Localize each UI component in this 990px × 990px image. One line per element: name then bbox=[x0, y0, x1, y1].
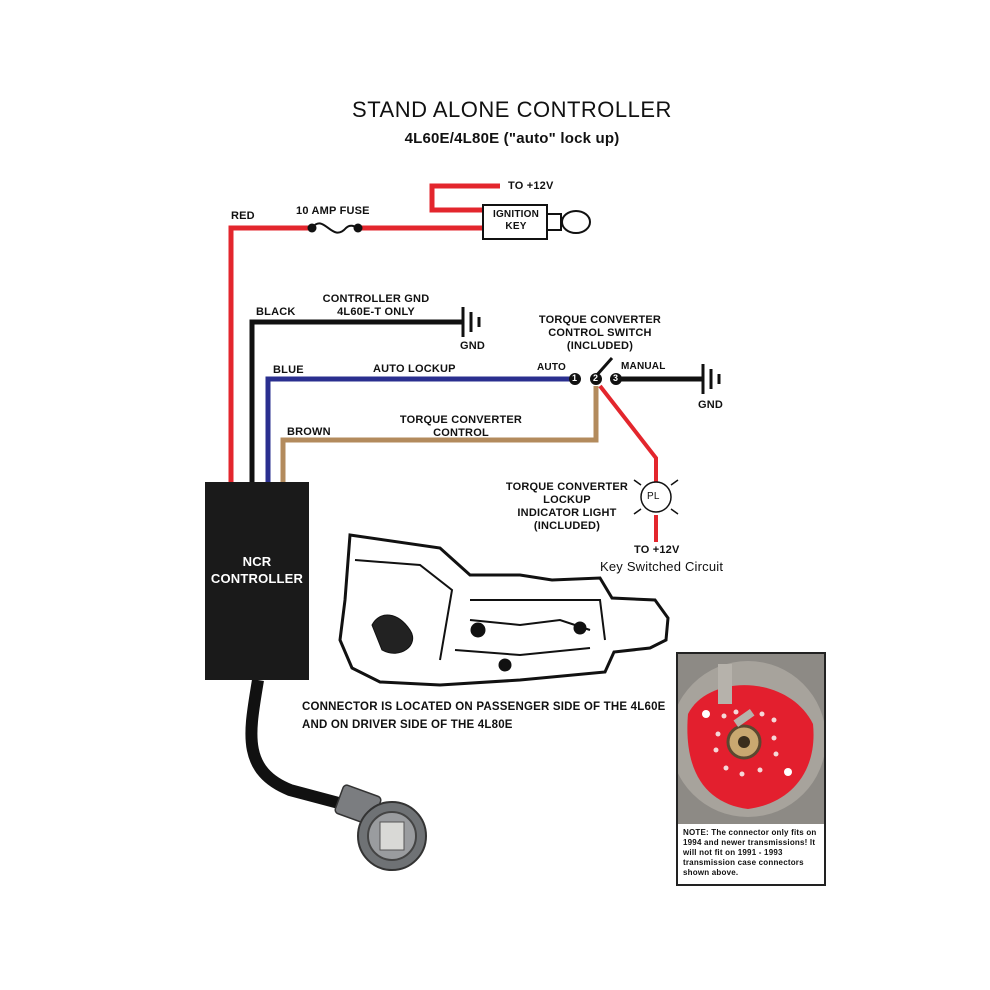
ncr-controller-label: NCR CONTROLLER bbox=[210, 554, 304, 586]
black-wire bbox=[249, 319, 462, 485]
gnd-label-1: GND bbox=[460, 340, 486, 352]
tcc-switch-label: TORQUE CONVERTER CONTROL SWITCH (INCLUDE… bbox=[538, 314, 662, 352]
connector-photo bbox=[678, 654, 824, 824]
diagram-subtitle: 4L60E/4L80E ("auto" lock up) bbox=[404, 130, 620, 147]
pin-1-label: 1 bbox=[572, 373, 578, 383]
blue-wire bbox=[265, 376, 570, 485]
to-12v-top-label: TO +12V bbox=[508, 180, 554, 192]
brown-wire bbox=[280, 386, 599, 485]
red-wire bbox=[228, 183, 500, 485]
gnd-label-2: GND bbox=[698, 399, 724, 411]
controller-gnd-label: CONTROLLER GND 4L60E-T ONLY bbox=[322, 293, 430, 318]
indicator-lamp-icon bbox=[633, 479, 679, 515]
diagram-title: STAND ALONE CONTROLLER bbox=[352, 97, 672, 122]
ignition-key-icon bbox=[482, 204, 591, 240]
pin-3-label: 3 bbox=[613, 373, 619, 383]
auto-lockup-label: AUTO LOCKUP bbox=[373, 363, 456, 375]
transmission-illustration bbox=[338, 533, 670, 687]
pin-2-label: 2 bbox=[593, 373, 599, 383]
ncr-controller-box bbox=[205, 482, 309, 680]
fuse-label: 10 AMP FUSE bbox=[296, 205, 370, 217]
brown-wire-label: BROWN bbox=[287, 426, 331, 438]
auto-label: AUTO bbox=[537, 362, 566, 373]
ground-symbol-2 bbox=[701, 364, 721, 394]
tcc-switch-icon bbox=[569, 357, 622, 385]
red-wire-label: RED bbox=[231, 210, 255, 222]
manual-label: MANUAL bbox=[621, 361, 666, 372]
tcc-wire-label: TORQUE CONVERTER CONTROL bbox=[399, 414, 523, 439]
indicator-lamp-label: PL bbox=[647, 491, 660, 502]
black-wire-label: BLACK bbox=[256, 306, 296, 318]
to-12v-indicator-label: TO +12V bbox=[634, 544, 680, 556]
ground-symbol-1 bbox=[461, 307, 481, 337]
photo-note-text: NOTE: The connector only fits on 1994 an… bbox=[683, 828, 817, 877]
harness-cable bbox=[245, 679, 352, 812]
key-switched-label: Key Switched Circuit bbox=[600, 559, 724, 574]
connector-plug-icon bbox=[334, 784, 427, 871]
blue-wire-label: BLUE bbox=[273, 364, 304, 376]
ignition-key-label: IGNITION KEY bbox=[492, 209, 540, 232]
indicator-red-wire bbox=[598, 384, 658, 542]
indicator-light-label: TORQUE CONVERTER LOCKUP INDICATOR LIGHT … bbox=[505, 481, 629, 532]
connector-location-note: CONNECTOR IS LOCATED ON PASSENGER SIDE O… bbox=[302, 701, 666, 731]
fuse-icon bbox=[307, 222, 363, 234]
